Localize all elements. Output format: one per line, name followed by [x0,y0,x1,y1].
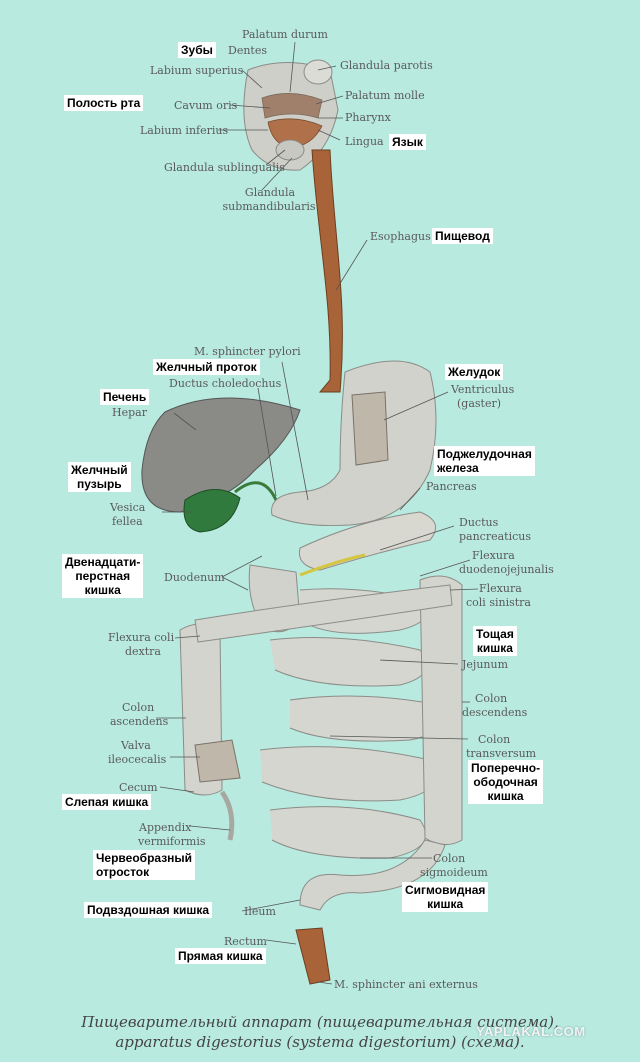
label-ventriculus: Ventriculus [451,383,515,396]
label-dentes: Dentes [228,44,267,57]
label-ileum: Ileum [244,905,276,918]
caption-line1: Пищеварительный аппарат (пищеварительная… [81,1013,559,1031]
label-flexura-duod: Flexura [472,549,515,562]
ru-label-sigmo-line1: Сигмовидная [405,883,486,897]
label-flexura-sin: Flexura [479,582,522,595]
ru-label-sigmo-line2: кишка [427,897,464,911]
ru-label-podzhelud-line2: железа [437,461,479,475]
ru-label-sigmo: Сигмовидная кишка [402,882,489,912]
label-pancreaticus: pancreaticus [459,530,531,543]
label-dextra: dextra [125,645,161,658]
ru-label-podvzdosh: Подвздошная кишка [84,902,213,918]
label-duodenum: Duodenum [164,571,225,584]
ru-label-poperech: Поперечно- ободочная кишка [468,760,544,804]
large-intestine [179,575,463,911]
head-oral-region [243,59,339,171]
gallbladder [183,489,241,533]
ru-label-podzhelud: Поджелудочная железа [434,446,535,476]
label-sigmoideum: sigmoideum [420,866,488,879]
ru-label-podzhelud-line1: Поджелудочная [437,447,532,461]
ru-label-poperech-line2: ободочная [473,775,538,789]
label-labium-superius: Labium superius [150,64,244,77]
ru-label-chervo: Червеобразный отросток [93,850,196,880]
label-ascendens: ascendens [110,715,169,728]
ru-label-pechen: Печень [100,389,150,405]
liver [141,397,301,513]
ru-label-slepaya: Слепая кишка [62,794,152,810]
rectum [295,927,331,985]
label-sphincter-ani: M. sphincter ani externus [334,978,478,991]
ru-label-yazyk: Язык [389,134,426,150]
label-vermiformis: vermiformis [138,835,206,848]
label-fellea: fellea [112,515,143,528]
label-duodenojejunalis: duodenojejunalis [459,563,554,576]
stomach [271,360,437,527]
esophagus [311,149,343,393]
label-descendens: descendens [462,706,528,719]
label-colon-trans: Colon [478,733,511,746]
ru-label-zuby: Зубы [178,42,216,58]
caption-line2: apparatus digestorius (systema digestori… [115,1033,525,1051]
label-pancreas: Pancreas [426,480,477,493]
ru-label-toshchaya-line1: Тощая [476,627,514,641]
label-submandibularis: submandibularis [222,200,316,213]
label-colon-sig: Colon [433,852,466,865]
ru-label-pryamaya: Прямая кишка [175,948,266,964]
ru-label-zhelchny-puzyr-line2: пузырь [77,477,122,491]
label-glandula-parotis: Glandula parotis [340,59,433,72]
label-pharynx: Pharynx [345,111,391,124]
label-glandula-sublingualis: Glandula sublingualis [164,161,285,174]
watermark: YAPLAKAL.COM [476,1024,586,1039]
ru-label-toshchaya: Тощая кишка [473,626,517,656]
ru-label-chervo-line2: отросток [96,865,150,879]
label-sphincter-pylori: M. sphincter pylori [194,345,301,358]
ru-label-dvenadts-line2: перстная [75,569,131,583]
label-flexura-dex: Flexura coli [108,631,175,644]
ru-label-toshchaya-line2: кишка [476,641,513,655]
label-gaster: (gaster) [457,397,502,410]
ru-label-poperech-line3: кишка [487,789,524,803]
label-lingua: Lingua [345,135,384,148]
ru-label-zhelchny-protok: Желчный проток [153,359,260,375]
ru-label-dvenadts-line1: Двенадцати- [65,555,141,569]
ru-label-polost-rta: Полость рта [64,95,144,111]
label-cavum-oris: Cavum oris [174,99,238,112]
ru-label-dvenadts-line3: кишка [84,583,121,597]
label-vesica: Vesica [110,501,146,514]
label-esophagus: Esophagus [370,230,431,243]
label-colon-desc: Colon [475,692,508,705]
label-coli-sinistra: coli sinistra [466,596,531,609]
label-colon-asc: Colon [122,701,155,714]
label-rectum: Rectum [224,935,267,948]
ru-label-poperech-line1: Поперечно- [471,761,541,775]
label-ileocecalis: ileocecalis [108,753,167,766]
label-valva: Valva [121,739,151,752]
label-glandula: Glandula [244,186,296,199]
ru-label-zhelchny-puzyr-line1: Желчный [71,463,128,477]
ru-label-chervo-line1: Червеобразный [96,851,193,865]
label-cecum: Cecum [119,781,158,794]
ru-label-zhelchny-puzyr: Желчный пузырь [68,462,131,492]
label-labium-inferius: Labium inferius [140,124,229,137]
label-palatum-molle: Palatum molle [345,89,425,102]
label-palatum-durum: Palatum durum [242,28,328,41]
ru-label-pishchevod: Пищевод [432,228,493,244]
label-ductus: Ductus [459,516,499,529]
label-appendix: Appendix [139,821,192,834]
label-ductus-choledochus: Ductus choledochus [169,377,282,390]
ru-label-dvenadts: Двенадцати- перстная кишка [62,554,144,598]
label-jejunum: Jejunum [462,658,509,671]
ru-label-zheludok: Желудок [445,364,504,380]
label-hepar: Hepar [112,406,147,419]
label-transversum: transversum [466,747,537,760]
leader-lines [156,41,479,985]
